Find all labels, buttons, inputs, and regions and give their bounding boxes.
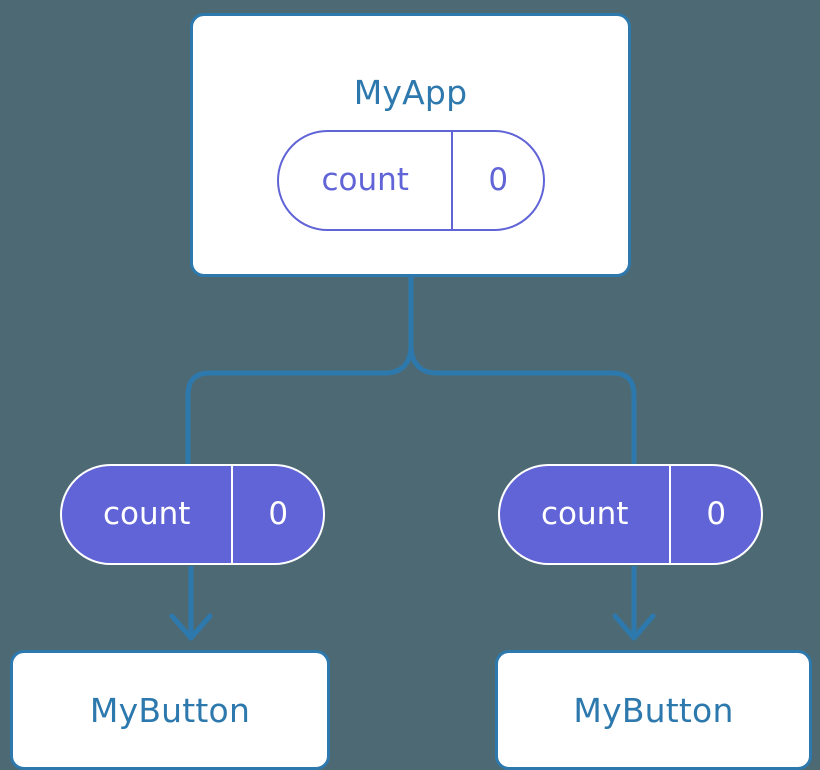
component-card-mybutton-left[interactable]: MyButton — [10, 650, 330, 770]
state-pill-key: count — [321, 162, 409, 198]
arrow-right-head — [612, 613, 656, 641]
component-card-mybutton-right[interactable]: MyButton — [495, 650, 812, 770]
prop-pill-key: count — [102, 496, 191, 532]
prop-pill-value: 0 — [669, 466, 761, 563]
prop-pill-value: 0 — [231, 466, 323, 563]
prop-pill-left-count[interactable]: count 0 — [60, 464, 325, 565]
component-title-mybutton: MyButton — [573, 691, 734, 730]
state-pill-value: 0 — [451, 132, 543, 229]
component-title-myapp: MyApp — [353, 73, 468, 112]
component-title-mybutton: MyButton — [89, 691, 251, 730]
arrow-left-head — [169, 613, 213, 641]
branch-left-connector — [185, 344, 414, 470]
prop-pill-key: count — [540, 496, 629, 532]
prop-pill-right-count[interactable]: count 0 — [498, 464, 763, 565]
state-pill-myapp-count[interactable]: count 0 — [277, 130, 545, 231]
branch-right-connector — [408, 344, 637, 470]
